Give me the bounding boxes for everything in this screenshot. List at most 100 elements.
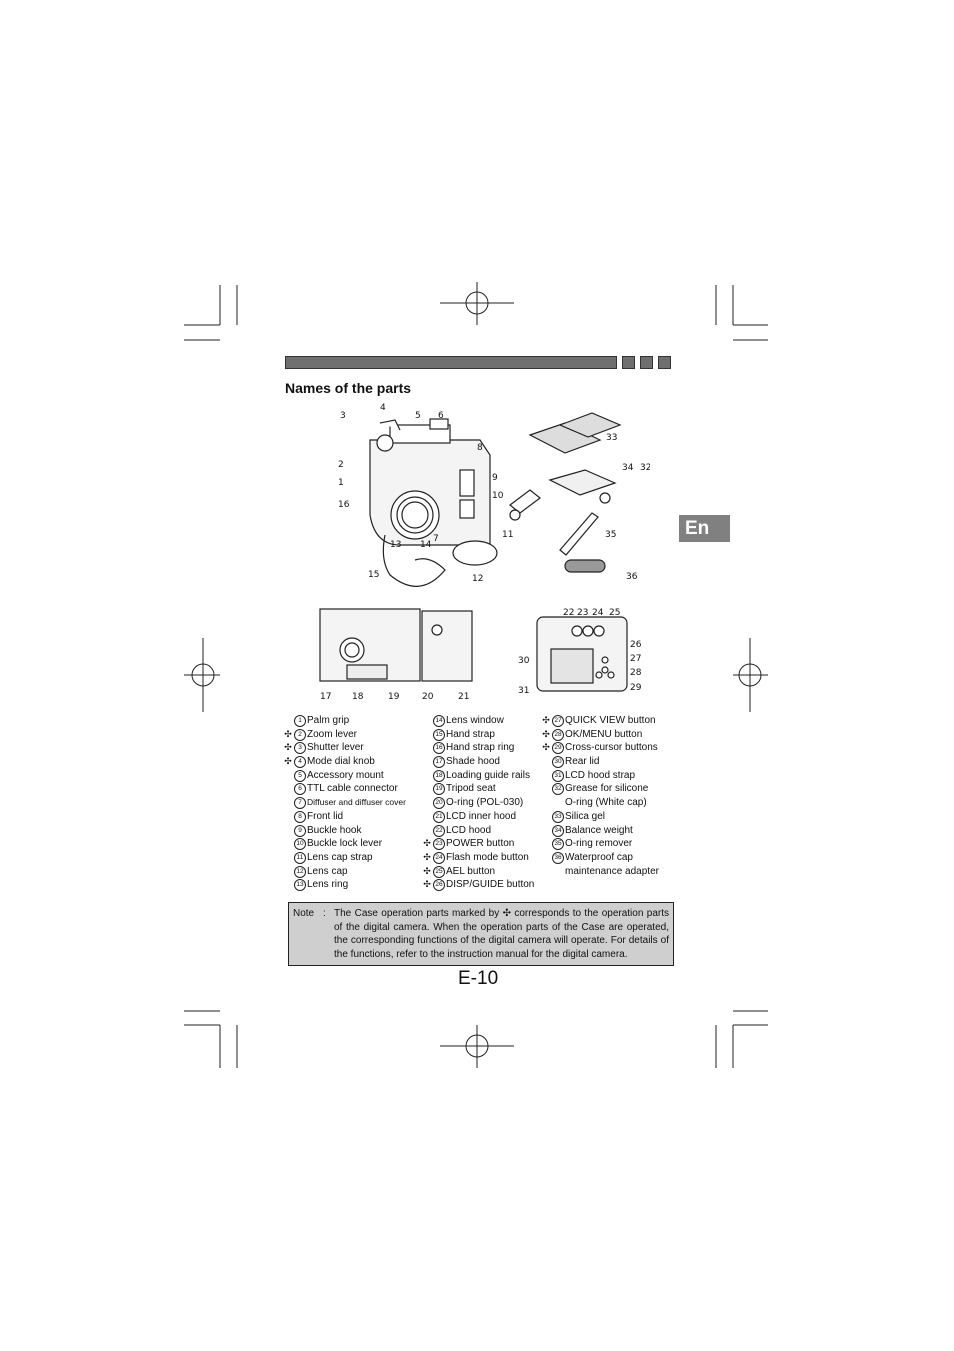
svg-text:24: 24 (592, 608, 604, 618)
operation-marker-icon: ✣ (423, 879, 431, 890)
part-number: 19 (433, 783, 445, 796)
svg-text:12: 12 (472, 574, 483, 584)
svg-text:11: 11 (502, 530, 513, 540)
part-label: Lens window (446, 715, 504, 726)
part-number: 8 (294, 810, 306, 823)
part-number: 23 (433, 838, 445, 851)
note-box: Note : The Case operation parts marked b… (288, 902, 674, 966)
svg-text:2: 2 (338, 460, 344, 470)
svg-text:21: 21 (458, 692, 469, 702)
svg-text:26: 26 (630, 640, 642, 650)
operation-marker-icon: ✣ (423, 865, 431, 876)
svg-text:3: 3 (340, 411, 346, 421)
part-number: 13 (294, 879, 306, 892)
part-label: Hand strap ring (446, 742, 515, 754)
part-label: Waterproof cap (565, 851, 633, 863)
svg-text:34: 34 (622, 463, 634, 473)
part-label: Accessory mount (307, 769, 384, 781)
part-number: 20 (433, 797, 445, 810)
svg-text:15: 15 (368, 570, 379, 580)
svg-text:1: 1 (338, 478, 344, 488)
operation-marker-icon: ✣ (542, 728, 550, 739)
part-number: 35 (552, 838, 564, 851)
part-label: Hand strap (446, 728, 495, 740)
note-text: The Case operation parts marked by ✣ cor… (334, 908, 669, 960)
part-label: Palm grip (307, 715, 350, 726)
part-label: Buckle lock lever (307, 838, 383, 850)
part-number: 32 (552, 783, 564, 796)
part-number: 4 (294, 756, 306, 769)
svg-text:5: 5 (415, 411, 421, 421)
part-number: 22 (433, 824, 445, 837)
section-header-bar (285, 356, 617, 369)
part-number: 27 (552, 715, 564, 727)
part-label: TTL cable connector (307, 783, 398, 795)
part-number: 21 (433, 810, 445, 823)
part-label: O-ring remover (565, 838, 633, 850)
svg-text:33: 33 (606, 433, 617, 443)
part-number: 30 (552, 756, 564, 769)
header-square-3 (658, 356, 671, 369)
svg-text:7: 7 (433, 534, 439, 544)
operation-marker-icon: ✣ (542, 742, 550, 753)
part-label: Shutter lever (307, 742, 364, 754)
part-label: Rear lid (565, 756, 600, 768)
svg-text:36: 36 (626, 572, 638, 582)
part-number: 2 (294, 728, 306, 741)
part-number: 5 (294, 769, 306, 782)
svg-text:31: 31 (518, 686, 529, 696)
header-square-2 (640, 356, 653, 369)
part-number: 24 (433, 851, 445, 864)
note-colon: : (323, 908, 326, 919)
part-label: Loading guide rails (446, 769, 530, 781)
part-number: 12 (294, 865, 306, 878)
part-label: Flash mode button (446, 851, 529, 863)
svg-text:23: 23 (577, 608, 588, 618)
part-label: LCD hood (446, 824, 492, 836)
operation-marker-icon: ✣ (284, 742, 292, 753)
svg-text:30: 30 (518, 656, 530, 666)
part-label: DISP/GUIDE button (446, 879, 535, 891)
part-number: 10 (294, 838, 306, 851)
part-label: LCD inner hood (446, 810, 517, 822)
part-number: 25 (433, 865, 445, 878)
operation-marker-icon: ✣ (284, 756, 292, 767)
part-number: 34 (552, 824, 564, 837)
operation-marker-icon: ✣ (542, 715, 550, 725)
part-label-continuation: maintenance adapter (565, 865, 659, 877)
part-number: 9 (294, 824, 306, 837)
part-label: POWER button (446, 838, 515, 850)
page-number: E-10 (458, 968, 499, 989)
part-label: LCD hood strap (565, 769, 636, 781)
part-label: Diffuser and diffuser cover (307, 797, 406, 808)
part-number: 26 (433, 879, 445, 892)
part-number: 33 (552, 810, 564, 823)
part-number: 6 (294, 783, 306, 796)
part-label: O-ring (POL-030) (446, 797, 524, 809)
svg-text:9: 9 (492, 473, 498, 483)
svg-text:22: 22 (563, 608, 574, 618)
section-title: Names of the parts (285, 380, 412, 396)
part-label: Cross-cursor buttons (565, 742, 658, 754)
part-label: Front lid (307, 810, 344, 822)
svg-text:14: 14 (420, 540, 432, 550)
svg-text:35: 35 (605, 530, 616, 540)
part-label: Lens cap strap (307, 851, 373, 863)
svg-text:18: 18 (352, 692, 364, 702)
part-label: QUICK VIEW button (565, 715, 656, 726)
svg-text:13: 13 (390, 540, 401, 550)
svg-text:32: 32 (640, 463, 650, 473)
part-label: OK/MENU button (565, 728, 643, 740)
svg-text:19: 19 (388, 692, 400, 702)
part-label: Grease for silicone (565, 783, 649, 795)
svg-text:25: 25 (609, 608, 620, 618)
part-label: Lens ring (307, 879, 349, 891)
part-label: Tripod seat (446, 783, 496, 795)
part-number: 14 (433, 715, 445, 727)
part-label: Silica gel (565, 810, 606, 822)
part-number: 28 (552, 728, 564, 741)
svg-text:16: 16 (338, 500, 350, 510)
